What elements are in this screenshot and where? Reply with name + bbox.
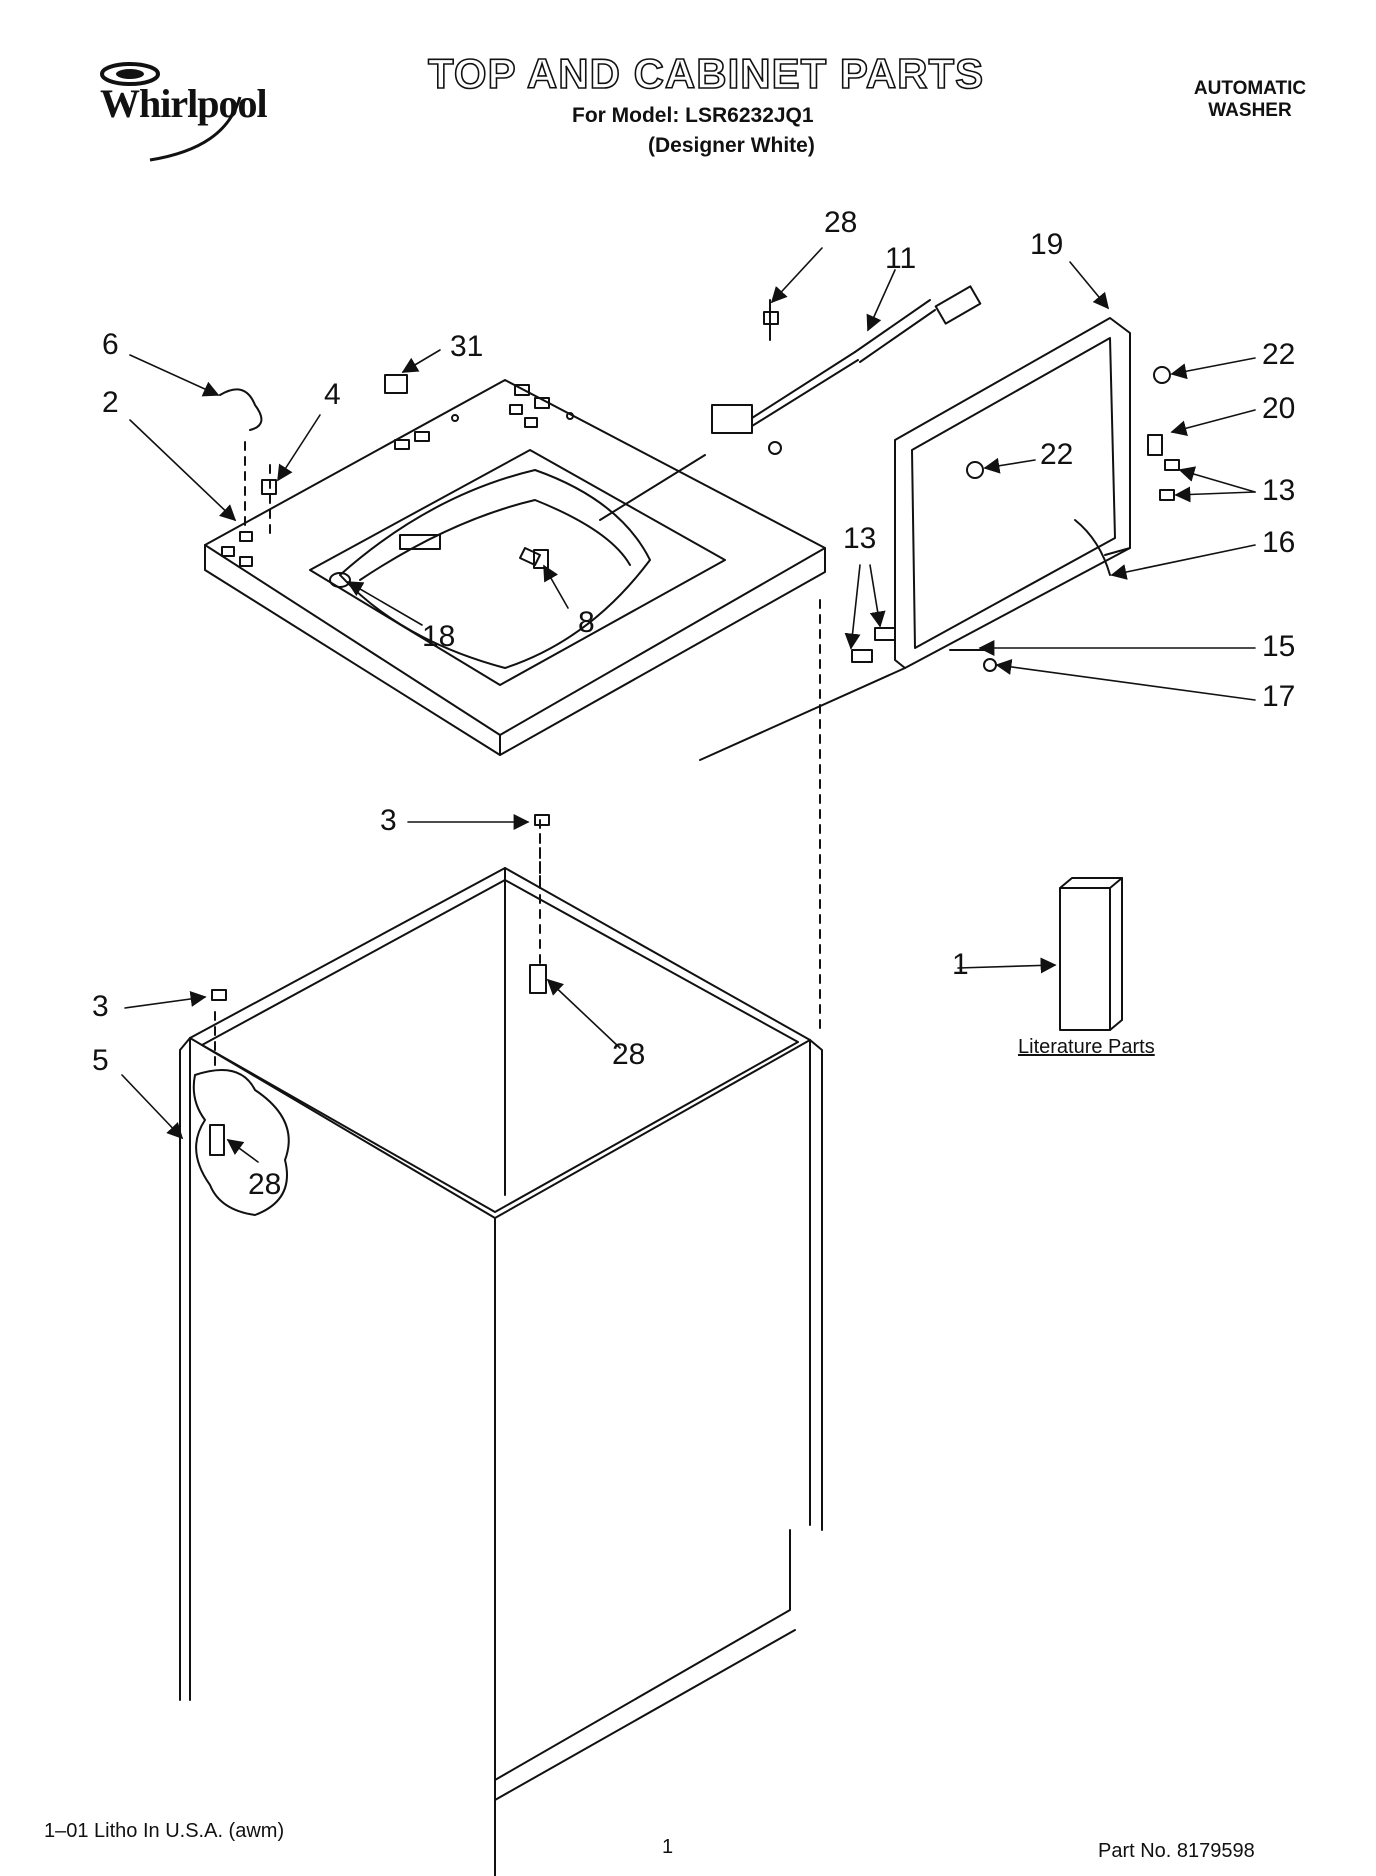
callout-3: 3 <box>92 990 109 1023</box>
callout-28: 28 <box>824 206 858 239</box>
brand-name: Whirlpool <box>100 81 268 126</box>
whirlpool-swirl-icon <box>100 62 242 162</box>
callout-28: 28 <box>248 1168 282 1201</box>
footer-part-number: Part No. 8179598 <box>1098 1840 1255 1862</box>
literature-parts-label: Literature Parts <box>1018 1036 1155 1058</box>
model-line: For Model: LSR6232JQ1 <box>572 104 814 127</box>
top-panel-part <box>205 380 825 755</box>
callout-22: 22 <box>1040 438 1074 471</box>
callout-17: 17 <box>1262 680 1296 713</box>
footer-litho: 1–01 Litho In U.S.A. (awm) <box>44 1820 285 1842</box>
callout-4: 4 <box>324 378 341 411</box>
alignment-lines <box>215 442 820 1065</box>
color-line: (Designer White) <box>648 134 815 157</box>
appliance-type-line-2: WASHER <box>1208 100 1292 121</box>
harness-leader-lines <box>600 455 905 760</box>
callout-19: 19 <box>1030 228 1064 261</box>
literature-booklet <box>1060 878 1122 1030</box>
callout-13: 13 <box>843 522 877 555</box>
callout-20: 20 <box>1262 392 1296 425</box>
appliance-type-line-1: AUTOMATIC <box>1193 78 1307 99</box>
callout-3: 3 <box>380 804 397 837</box>
cabinet-part <box>180 820 822 1876</box>
appliance-type: AUTOMATIC WASHER <box>1180 78 1320 122</box>
brand-logo <box>90 52 320 167</box>
wire-harness-part <box>712 286 980 454</box>
callout-15: 15 <box>1262 630 1296 663</box>
callout-6: 6 <box>102 328 119 361</box>
callout-5: 5 <box>92 1044 109 1077</box>
control-panel-frame-part <box>895 318 1130 668</box>
footer-page-number: 1 <box>662 1836 674 1858</box>
callout-2: 2 <box>102 386 119 419</box>
callout-11: 11 <box>885 242 917 275</box>
callout-22: 22 <box>1262 338 1296 371</box>
callout-16: 16 <box>1262 526 1296 559</box>
callout-13: 13 <box>1262 474 1296 507</box>
callout-28: 28 <box>612 1038 646 1071</box>
callout-18: 18 <box>422 620 456 653</box>
callout-8: 8 <box>578 606 595 639</box>
hardware-parts <box>212 367 1179 1000</box>
callout-1: 1 <box>952 948 969 981</box>
callout-leaders <box>122 248 1255 1162</box>
page-title: TOP AND CABINET PARTS <box>427 49 985 98</box>
callout-31: 31 <box>450 330 484 363</box>
